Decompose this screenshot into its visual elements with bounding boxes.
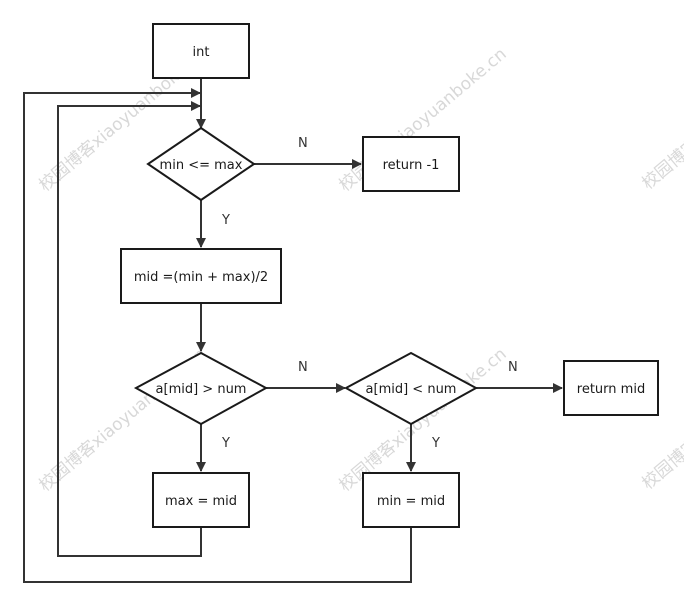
node-cond2[interactable]: a[mid] > num [133,351,269,426]
node-set-min-label: min = mid [377,494,445,509]
edge-label-cond3-no: N [508,360,518,375]
edge-label-cond2-yes: Y [221,436,230,451]
edge-labels: N Y N Y N Y [221,136,518,451]
edge-loop-outer [23,88,412,583]
node-return-mid[interactable]: return mid [563,360,659,416]
node-set-min[interactable]: min = mid [362,472,460,528]
node-cond3-label: a[mid] < num [366,382,457,397]
edge-label-cond2-no: N [298,360,308,375]
node-cond2-label: a[mid] > num [156,382,247,397]
edge-label-cond3-yes: Y [431,436,440,451]
node-set-max[interactable]: max = mid [152,472,250,528]
node-start-label: int [193,45,210,60]
edge-label-cond1-yes: Y [221,213,230,228]
node-return-mid-label: return mid [577,382,645,397]
node-set-max-label: max = mid [165,494,237,509]
node-cond1[interactable]: min <= max [146,126,256,202]
node-return-neg[interactable]: return -1 [362,136,460,192]
node-cond3[interactable]: a[mid] < num [343,351,479,426]
watermark-text: 校园博客 [638,435,684,494]
node-assign-mid[interactable]: mid =(min + max)/2 [120,248,282,304]
node-cond1-label: min <= max [160,158,243,173]
node-assign-mid-label: mid =(min + max)/2 [134,270,268,285]
node-start[interactable]: int [152,23,250,79]
watermark-text: 校园博客xiaoyuanboke.cn [638,42,684,194]
edge-label-cond1-no: N [298,136,308,151]
edges [23,78,563,583]
node-return-neg-label: return -1 [383,158,440,173]
edge-loop-inner [57,101,202,557]
